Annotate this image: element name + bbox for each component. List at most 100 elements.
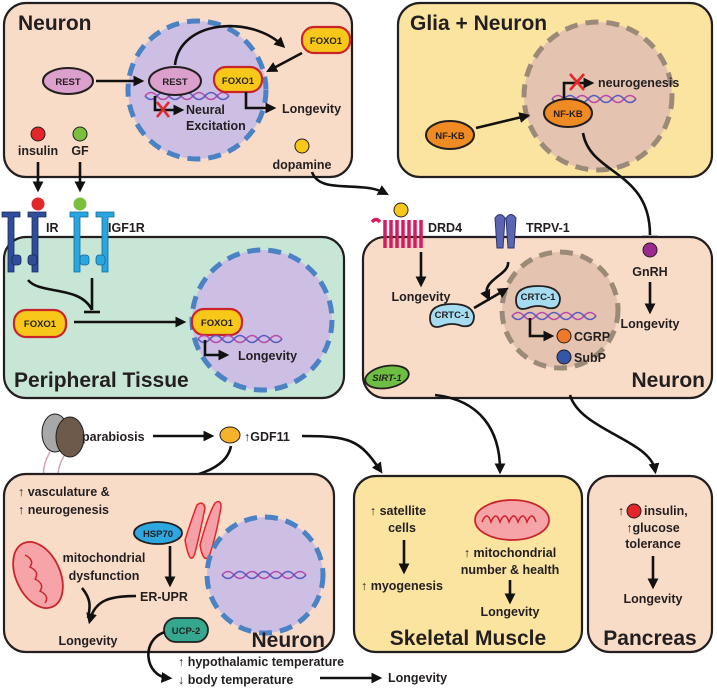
ir-label: IR — [46, 221, 59, 235]
gnrh-dot — [642, 242, 658, 258]
peripheral-title: Peripheral Tissue — [14, 369, 189, 392]
neuron-bottom-nucleus — [204, 514, 326, 636]
glia-nucleus — [521, 19, 675, 173]
parabiosis-row: parabiosis ↑GDF11 — [41, 413, 290, 477]
foxo1-peripheral-outside-label: FOXO1 — [24, 319, 57, 330]
gf-bound-dot — [73, 197, 87, 211]
mito-number-line1: ↑ mitochondrial — [464, 546, 556, 560]
panel-glia-neuron: Glia + Neuron neurogenesis NF-KB NF-KB — [396, 1, 714, 179]
trpv1-label: TRPV-1 — [526, 221, 570, 235]
arrow-foxo1-in — [266, 51, 303, 73]
tolerance-label: tolerance — [625, 537, 681, 551]
inhibit-nfkb-gnrh — [581, 132, 652, 236]
crtc1-outside — [429, 303, 475, 328]
foxo1-outside-label: FOXO1 — [310, 36, 343, 47]
hypothalamic-temp-label: ↑ hypothalamic temperature — [178, 655, 344, 669]
arrow-rest-to-foxo1 — [173, 24, 286, 66]
satellite-line2: cells — [388, 521, 416, 535]
subp-label: SubP — [574, 351, 606, 365]
arrow-neurogenesis — [562, 77, 595, 105]
neuron-top-nucleus — [125, 18, 269, 162]
crtc1-nucleus — [515, 285, 561, 310]
longevity-drd4: Longevity — [391, 290, 450, 304]
nfkb-nucleus-label: NF-KB — [553, 109, 583, 120]
parabiosis-label: parabiosis — [82, 430, 145, 444]
foxo1-peripheral-outside — [12, 308, 68, 339]
arrow-sirt1-muscle — [434, 393, 506, 475]
longevity-top: Longevity — [282, 102, 341, 116]
ir-inhibit-line — [26, 279, 94, 311]
insulin-up-arrow: ↑ — [618, 504, 624, 518]
trpv1-channel-icon — [494, 214, 517, 249]
neural-label: Neural — [186, 103, 225, 117]
mito-dysfunction-line1: mitochondrial — [63, 551, 146, 565]
muscle-title: Skeletal Muscle — [390, 627, 546, 650]
insulin-label: insulin — [18, 144, 58, 158]
ir-receptor-icon — [1, 211, 47, 273]
vasculature-label: ↑ vasculature & — [18, 485, 110, 499]
foxo1-peripheral-nucleus-label: FOXO1 — [201, 318, 234, 329]
longevity-pancreas: Longevity — [623, 592, 682, 606]
longevity-bottom: Longevity — [58, 634, 117, 648]
glucose-label: ↑glucose — [626, 521, 680, 535]
insulin-pancreas-dot — [626, 503, 642, 519]
drd4-receptor-icon — [370, 217, 423, 248]
panel-skeletal-muscle: ↑ satellite cells ↑ myogenesis ↑ mitocho… — [352, 474, 584, 654]
excitation-label: Excitation — [186, 119, 246, 133]
sirt1-label: SIRT-1 — [372, 373, 401, 384]
gdf11-dot — [219, 426, 241, 444]
panel-neuron-top: Neuron REST REST FOXO1 FOXO1 Neural Exci… — [2, 1, 354, 179]
arrow-longevity-peripheral — [203, 340, 230, 361]
igf1r-label: IGF1R — [108, 221, 145, 235]
ucp2-label: UCP-2 — [172, 626, 201, 637]
neuron-top-title: Neuron — [18, 12, 92, 35]
satellite-line1: ↑ satellite — [370, 504, 426, 518]
arrow-longevity-top — [244, 92, 277, 114]
longevity-temp: Longevity — [388, 671, 447, 685]
hsp70-label: HSP70 — [143, 529, 173, 540]
sirt1 — [364, 364, 410, 390]
arrow-mito-longevity — [80, 587, 91, 619]
dopamine-label: dopamine — [272, 158, 331, 172]
arrow-erupr-longevity — [86, 594, 137, 625]
panel-neuron-bottom: ↑ vasculature & ↑ neurogenesis HSP70 mit… — [2, 472, 336, 654]
igf1r-receptor-icon — [69, 211, 115, 273]
subp-dot — [556, 349, 572, 365]
arrow-gdf11-satellite — [301, 434, 383, 474]
panel-pancreas: ↑ insulin, ↑glucose tolerance Longevity … — [586, 474, 714, 654]
rest-outside — [42, 67, 94, 95]
gf-dot — [72, 126, 88, 142]
er-upr-label: ER-UPR — [140, 590, 188, 604]
ucp2 — [163, 617, 209, 643]
panel-neuron-right: DRD4 TRPV-1 Longevity CRTC-1 CRTC-1 CGRP… — [361, 202, 714, 400]
insulin-bound-dot — [31, 197, 45, 211]
rest-nucleus — [148, 66, 202, 96]
neuron-bottom-title: Neuron — [252, 629, 326, 652]
dopamine-bound-dot — [393, 202, 409, 218]
rest-nucleus-label: REST — [162, 77, 188, 88]
parabiotic-mice-icon — [41, 413, 85, 477]
mito-dysfunction-line2: dysfunction — [69, 569, 140, 583]
arrow-ucp2-temperature — [147, 630, 173, 683]
foxo1-outside — [300, 25, 352, 55]
panel-peripheral-tissue: IR IGF1R FOXO1 FOXO1 Longevity Periphera… — [1, 197, 346, 400]
pancreas-title: Pancreas — [603, 627, 696, 650]
mitochondrion-icon — [12, 541, 64, 609]
gf-label: GF — [71, 144, 89, 158]
neurogenesis-bottom-label: ↑ neurogenesis — [18, 503, 109, 517]
gnrh-label: GnRH — [632, 265, 667, 279]
arrow-neural-excitation — [153, 96, 185, 116]
hsp70 — [133, 521, 183, 545]
pancreas-box — [586, 474, 714, 654]
insulin-dot — [30, 126, 46, 142]
longevity-gnrh: Longevity — [620, 317, 679, 331]
arrow-nfkb-in — [475, 112, 531, 130]
foxo1-nucleus — [212, 65, 264, 94]
arrow-crtc1-targets — [528, 318, 555, 342]
dopamine-dot — [294, 138, 310, 154]
longevity-peripheral: Longevity — [238, 349, 297, 363]
inhibit-x-icon — [155, 101, 171, 118]
arrow-trpv1-crtc1 — [480, 261, 510, 301]
cgrp-label: CGRP — [574, 330, 610, 344]
